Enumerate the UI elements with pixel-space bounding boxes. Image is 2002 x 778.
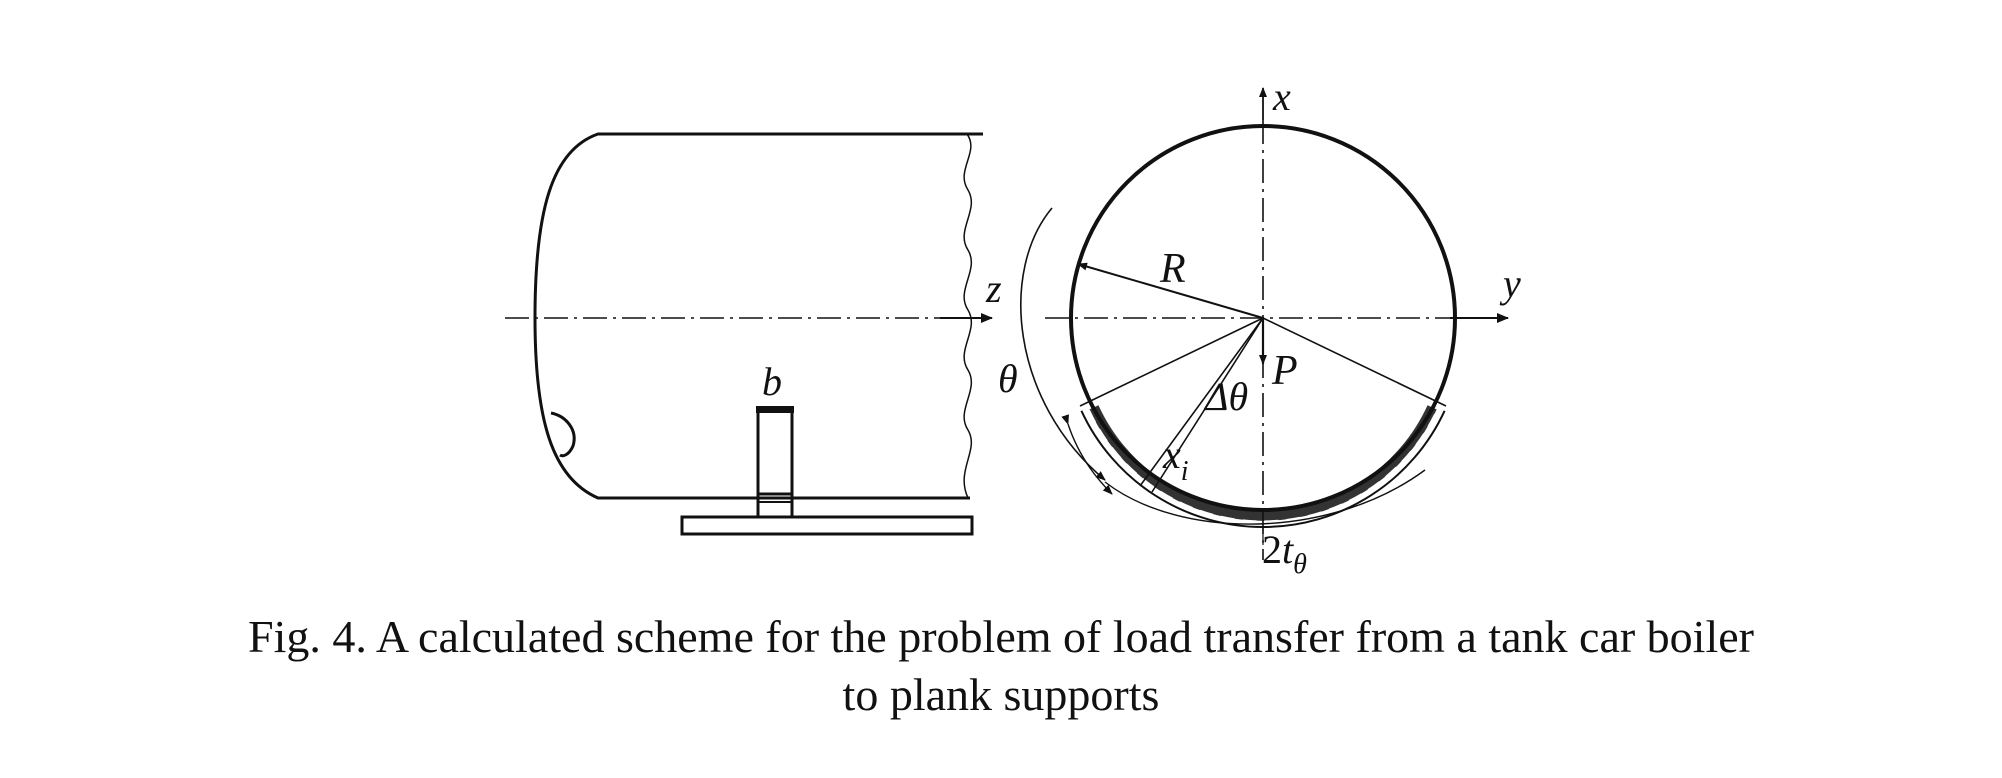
label-load: P <box>1271 348 1298 394</box>
label-radius: R <box>1159 246 1186 292</box>
diagram-labels: x y z R P θ Δθ xi b 2tθ <box>762 74 1521 580</box>
ray-left <box>1079 317 1264 407</box>
tank-fitting <box>550 411 576 458</box>
tank-side-view <box>505 132 993 536</box>
label-y-axis: y <box>1499 261 1521 306</box>
radius-line <box>1077 262 1264 319</box>
plank-support <box>680 515 974 536</box>
figure-caption: Fig. 4. A calculated scheme for the prob… <box>0 608 2002 724</box>
label-delta-theta: Δθ <box>1203 374 1248 419</box>
support-post <box>756 407 794 519</box>
label-2t-theta: 2tθ <box>1262 527 1307 580</box>
caption-line-2: to plank supports <box>842 669 1160 720</box>
ray-right <box>1262 317 1447 407</box>
ray-delta-a <box>1139 317 1264 487</box>
ray-delta-b <box>1151 317 1264 493</box>
label-x-axis: x <box>1272 74 1291 119</box>
theta-arc <box>1020 207 1106 481</box>
label-z-axis: z <box>985 266 1002 311</box>
label-b: b <box>762 359 782 404</box>
arc-width-dimension <box>1104 469 1426 525</box>
tank-break-line <box>963 133 973 499</box>
label-xi: xi <box>1162 432 1189 487</box>
xi-arc <box>1061 414 1113 495</box>
caption-line-1: Fig. 4. A calculated scheme for the prob… <box>248 611 1754 662</box>
tank-cross-section <box>1020 87 1509 560</box>
label-theta: θ <box>998 356 1018 401</box>
support-post-top <box>756 406 794 413</box>
